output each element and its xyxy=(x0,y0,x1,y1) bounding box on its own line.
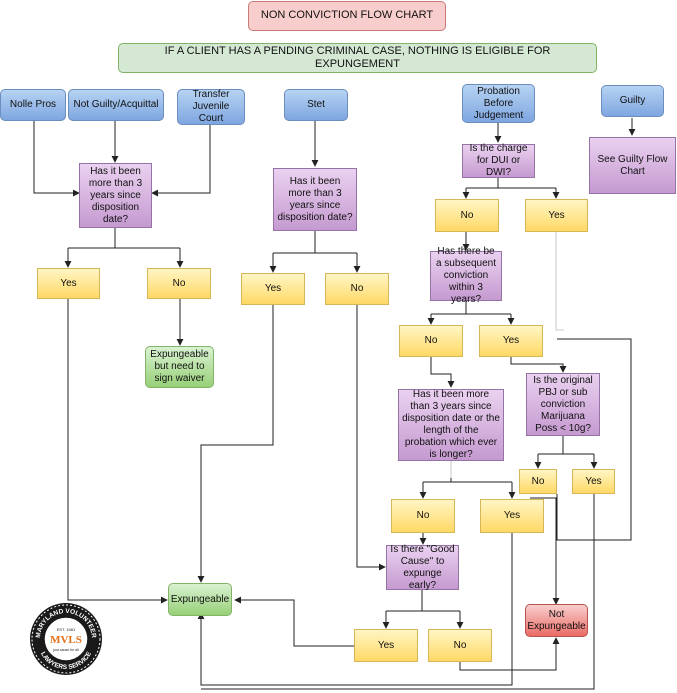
question-three-years: Has it been more than 3 years since disp… xyxy=(79,163,152,228)
question-dui-dwi: Is the charge for DUI or DWI? xyxy=(462,143,535,178)
chart-title: NON CONVICTION FLOW CHART xyxy=(248,1,446,31)
edge-gcno-to-notexp xyxy=(459,637,560,671)
logo-motto: just cause for all xyxy=(52,648,79,652)
edge-gcyes-to-expungeable xyxy=(234,596,354,647)
category-transfer-juvenile: Transfer Juvenile Court xyxy=(177,89,245,125)
category-guilty: Guilty xyxy=(601,85,664,117)
logo-est: EST. 1981 xyxy=(57,627,76,632)
edge-loop-right xyxy=(556,338,632,541)
question-marijuana: Is the original PBJ or sub conviction Ma… xyxy=(526,373,600,436)
answer-yes-stet: Yes xyxy=(241,273,305,305)
answer-no-good-cause: No xyxy=(428,629,492,662)
answer-yes-probation: Yes xyxy=(480,499,544,533)
edge-transfer-to-q1 xyxy=(151,125,211,197)
mvls-logo: MARYLAND VOLUNTEER LAWYERS SERVICE EST. … xyxy=(30,603,102,675)
answer-yes-subsequent: Yes xyxy=(479,325,543,357)
category-pbj: Probation Before Judgement xyxy=(462,84,535,123)
outcome-not-expungeable: Not Expungeable xyxy=(525,604,588,637)
answer-yes-q1: Yes xyxy=(37,268,100,299)
edge-stet-no-to-goodcause xyxy=(356,305,386,571)
answer-yes-marijuana: Yes xyxy=(572,469,615,494)
question-stet-three-years: Has it been more than 3 years since disp… xyxy=(273,168,357,231)
edge-mjno-to-notexp xyxy=(530,497,560,605)
question-probation-length: Has it been more than 3 years since disp… xyxy=(398,389,504,461)
edge-mjyes-to-expungeable xyxy=(201,494,595,690)
logo-initials: MVLS xyxy=(50,634,82,646)
edge-probyes-to-expungeable xyxy=(197,533,513,686)
outcome-expungeable: Expungeable xyxy=(168,583,232,616)
category-nolle-pros: Nolle Pros xyxy=(0,89,66,121)
edge-yes-to-expungeable xyxy=(67,299,168,604)
answer-no-q1: No xyxy=(147,268,211,299)
edge-stet-yes-to-expungeable xyxy=(197,305,274,583)
category-stet: Stet xyxy=(284,89,348,121)
answer-yes-good-cause: Yes xyxy=(354,629,418,662)
answer-no-marijuana: No xyxy=(519,469,557,494)
answer-no-probation: No xyxy=(391,499,455,533)
pending-case-banner: IF A CLIENT HAS A PENDING CRIMINAL CASE,… xyxy=(118,43,597,73)
edge-nolle-to-q1 xyxy=(33,121,80,197)
answer-no-dui: No xyxy=(435,199,499,232)
answer-no-stet: No xyxy=(325,273,389,305)
edge-subno-to-probation xyxy=(430,357,455,388)
question-good-cause: Is there "Good Cause" to expunge early? xyxy=(386,544,459,591)
category-not-guilty: Not Guilty/Acquittal xyxy=(68,89,164,121)
answer-yes-dui: Yes xyxy=(525,199,588,232)
edge-duiyes-faint xyxy=(555,232,564,331)
question-subsequent-conviction: Has there be a subsequent conviction wit… xyxy=(430,246,502,305)
outcome-see-guilty-chart: See Guilty Flow Chart xyxy=(589,137,676,194)
outcome-expungeable-waiver: Expungeable but need to sign waiver xyxy=(145,346,214,388)
edge-subyes-to-marijuana xyxy=(510,357,567,373)
answer-no-subsequent: No xyxy=(399,325,463,357)
